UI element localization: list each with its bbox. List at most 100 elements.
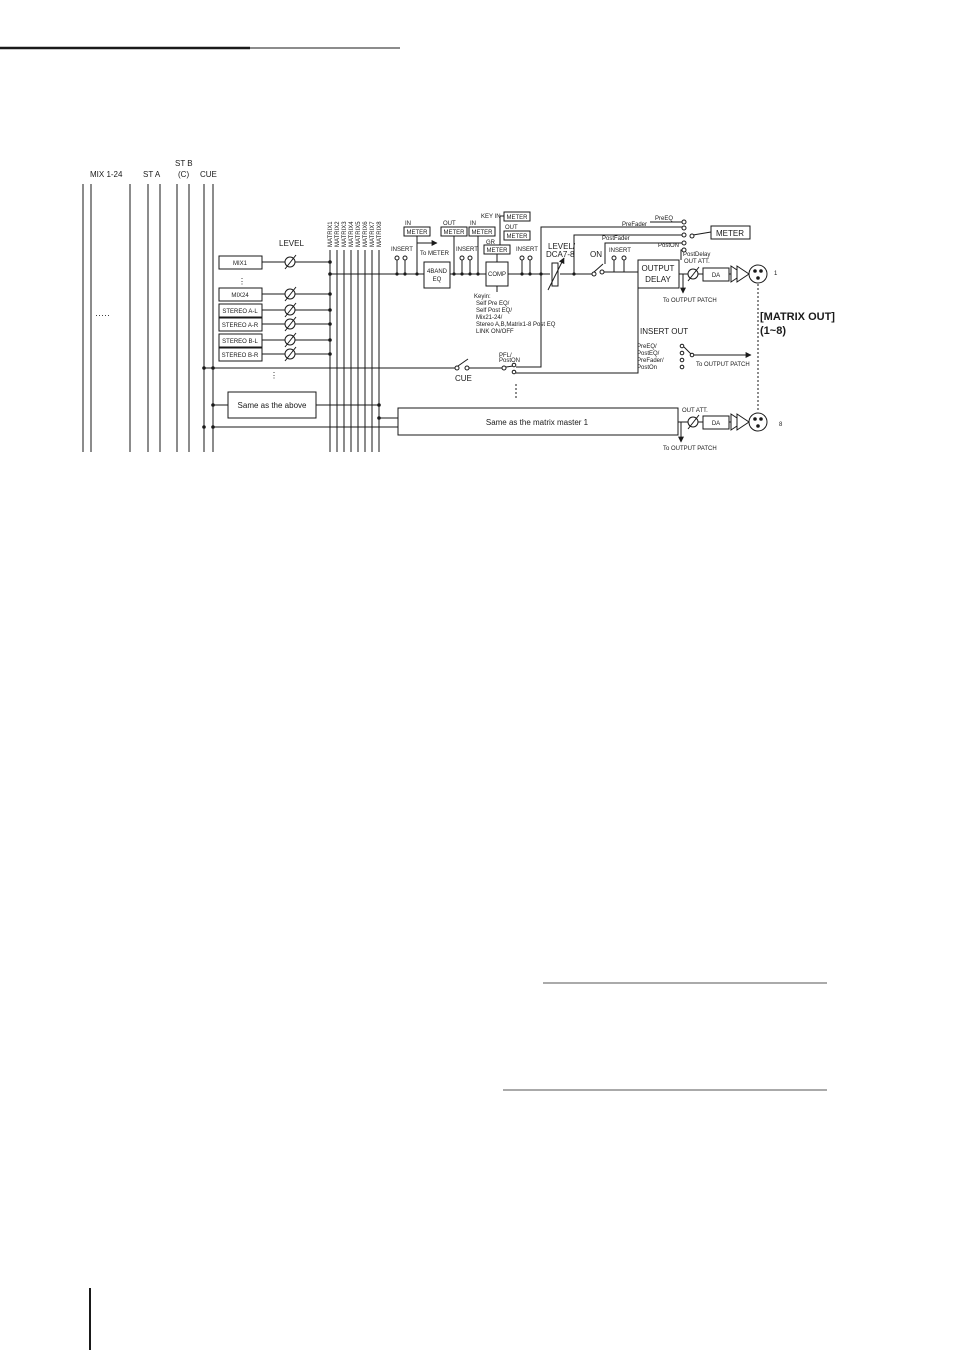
meter-label-in: METER: [407, 230, 429, 236]
keyin-note-4: Stereo A,B,Matrix1-8 Post EQ: [476, 322, 556, 328]
insert-label-4: INSERT: [609, 248, 631, 254]
matrix-master-label: Same as the matrix master 1: [486, 418, 589, 427]
tap-label-pre-fader: PreFader: [622, 222, 647, 228]
tap-label-pre-eq: PreEQ: [655, 216, 673, 222]
matrix-bus-labels: MATRIX1 MATRIX2 MATRIX3 MATRIX4 MATRIX5 …: [328, 221, 383, 247]
out-att-label-8: OUT ATT.: [682, 408, 708, 414]
out-att-knob-icon: [687, 414, 700, 430]
source-label-stereo-a-r: STEREO A-R: [222, 323, 259, 329]
to-output-patch-label-1: To OUTPUT PATCH: [663, 298, 717, 304]
on-switch-icon: [591, 263, 605, 277]
keyin-note-5: LINK ON/OFF: [476, 329, 514, 335]
level-label: LEVEL: [279, 239, 304, 248]
insert-out-tap-3: PostOn: [637, 365, 657, 371]
matrix-master-box: [397, 407, 679, 436]
insert-label-2: INSERT: [456, 247, 478, 253]
bus-header-st-b-c: (C): [178, 170, 189, 179]
source-label-stereo-a-l: STEREO A-L: [222, 309, 258, 315]
da-label-1: DA: [712, 273, 720, 279]
bus-header-st-a: ST A: [143, 170, 161, 179]
key-in-label: KEY IN: [481, 214, 501, 220]
cue-wiring: [204, 274, 639, 374]
source-label-stereo-b-l: STEREO B-L: [222, 339, 258, 345]
gr-label: GR: [486, 240, 496, 246]
insert-points-4: [611, 255, 627, 272]
bus-header-cue: CUE: [200, 170, 217, 179]
bus-header-st-b: ST B: [175, 159, 193, 168]
pfl-label-1: PFL/: [499, 353, 512, 359]
matrix-out-label-2: (1~8): [760, 325, 786, 337]
output-delay-box: [637, 259, 680, 289]
matrix-bus-lines: [329, 250, 380, 452]
meter-label-main: METER: [716, 229, 744, 238]
vertical-ellipsis: ⋮: [270, 371, 278, 380]
da-box-1: [702, 267, 730, 282]
keyin-note-3: Mix21-24/: [476, 315, 503, 321]
output-delay-label-1: OUTPUT: [642, 264, 675, 273]
tap-label-post-on: PostON: [658, 243, 679, 249]
matrix-bus-label: MATRIX4: [349, 221, 355, 247]
key-in-link: [499, 215, 504, 245]
matrix-bus-label: MATRIX5: [356, 221, 362, 247]
same-as-above-box: [227, 391, 317, 419]
vertical-ellipsis: ⋮: [238, 277, 246, 286]
meter-box-comp-in: [468, 226, 496, 237]
matrix-out-label-1: [MATRIX OUT]: [760, 311, 835, 323]
main-bus-lines: [82, 184, 214, 452]
input-level-rows: [262, 261, 330, 355]
same-as-above-wiring: [213, 404, 379, 406]
on-label: ON: [590, 250, 602, 259]
source-label-mix24: MIX24: [231, 293, 249, 299]
meter-label-key-in: METER: [507, 215, 529, 221]
eq-label-line2: EQ: [433, 277, 442, 283]
channel-number-8: 8: [779, 422, 783, 428]
xlr-connector-icon: [748, 412, 768, 432]
insert-label-1: INSERT: [391, 247, 413, 253]
comp-in-label: IN: [470, 221, 476, 227]
eq-box: [423, 261, 451, 289]
insert-label-3: INSERT: [516, 247, 538, 253]
matrix-bus-label: MATRIX7: [370, 221, 376, 247]
keyin-note-0: Keyin:: [474, 294, 491, 300]
in-label: IN: [405, 221, 411, 227]
da-box-8: [702, 415, 730, 430]
dca-fader: [551, 262, 559, 287]
insert-points-1: [394, 255, 408, 274]
xlr-connector-icon: [748, 264, 768, 284]
meter-label-comp-in: METER: [472, 230, 494, 236]
to-meter-label: To METER: [420, 251, 450, 257]
insert-out-title: INSERT OUT: [640, 327, 688, 336]
comp-out-label: OUT: [505, 225, 518, 231]
insert-out-contacts: [679, 343, 695, 370]
insert-out-tap-2: PreFader/: [637, 358, 664, 364]
pfl-switch-icon: [501, 362, 517, 375]
meter-box-main: [710, 225, 751, 240]
out-att-knob-icon: [687, 266, 700, 282]
tap-label-post-delay: PostDelay: [683, 252, 710, 258]
cue-switch-icon: [454, 358, 470, 371]
level-dca-label-2: DCA7-8: [546, 250, 575, 259]
keyin-note-2: Self Post EQ/: [476, 308, 512, 314]
meter-label-out: METER: [444, 230, 466, 236]
amp-icon: [730, 413, 750, 431]
keyin-note-1: Self Pre EQ/: [476, 301, 510, 307]
same-as-above-label: Same as the above: [238, 401, 307, 410]
da-label-8: DA: [712, 421, 720, 427]
source-label-stereo-b-r: STEREO B-R: [222, 353, 259, 359]
channel-number-1: 1: [774, 271, 778, 277]
bus-header-mix: MIX 1-24: [90, 170, 123, 179]
meter-box-comp-out: [503, 230, 531, 241]
eq-label-line1: 4BAND: [427, 269, 448, 275]
out-label: OUT: [443, 221, 456, 227]
matrix-bus-label: MATRIX1: [328, 221, 334, 247]
output-delay-label-2: DELAY: [645, 275, 671, 284]
meter-label-comp-out: METER: [507, 234, 529, 240]
matrix-bus-label: MATRIX2: [335, 221, 341, 247]
insert-points-2: [459, 255, 473, 274]
amp-icon: [730, 265, 750, 283]
matrix-bus-label: MATRIX6: [363, 221, 369, 247]
to-output-patch-label-8: To OUTPUT PATCH: [663, 446, 717, 452]
out-att-label-1: OUT ATT.: [684, 259, 710, 265]
cue-label: CUE: [455, 374, 472, 383]
